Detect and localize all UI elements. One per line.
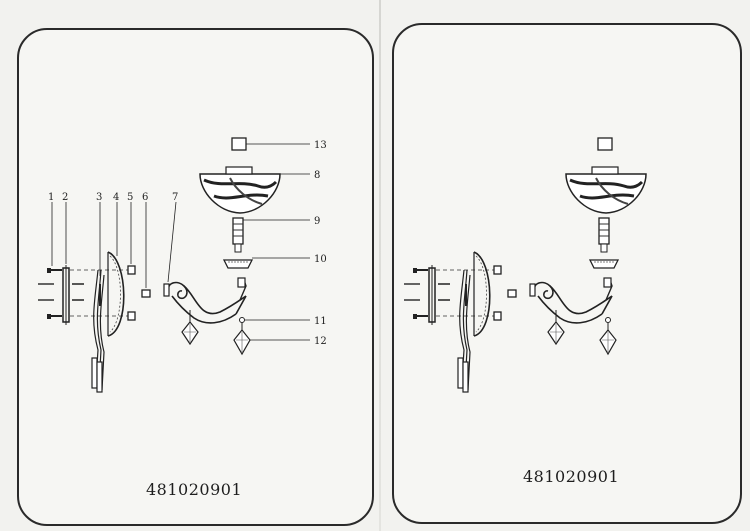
- right-instruction-sheet: [392, 23, 742, 524]
- part-label-11: 11: [314, 316, 327, 327]
- part-label-7: 7: [172, 192, 178, 203]
- part-label-2: 2: [62, 192, 68, 203]
- left-model-number: 481020901: [146, 480, 243, 499]
- part-label-1: 1: [48, 192, 54, 203]
- part-label-9: 9: [314, 216, 320, 227]
- left-instruction-sheet: [17, 28, 374, 526]
- part-label-13: 13: [314, 140, 327, 151]
- part-label-5: 5: [127, 192, 133, 203]
- part-label-12: 12: [314, 336, 327, 347]
- part-label-3: 3: [96, 192, 102, 203]
- part-label-6: 6: [142, 192, 148, 203]
- part-label-4: 4: [113, 192, 119, 203]
- part-number-labels: 1 2 3 4 5 6 7 8 9 10 11 12 13: [48, 140, 327, 347]
- page-fold: [379, 0, 381, 531]
- left-assembly-drawing: [36, 136, 282, 394]
- part-label-10: 10: [314, 254, 327, 265]
- part-label-8: 8: [314, 170, 320, 181]
- leader-lines: [51, 143, 310, 341]
- right-assembly-drawing: [402, 136, 648, 394]
- right-model-number: 481020901: [523, 467, 620, 486]
